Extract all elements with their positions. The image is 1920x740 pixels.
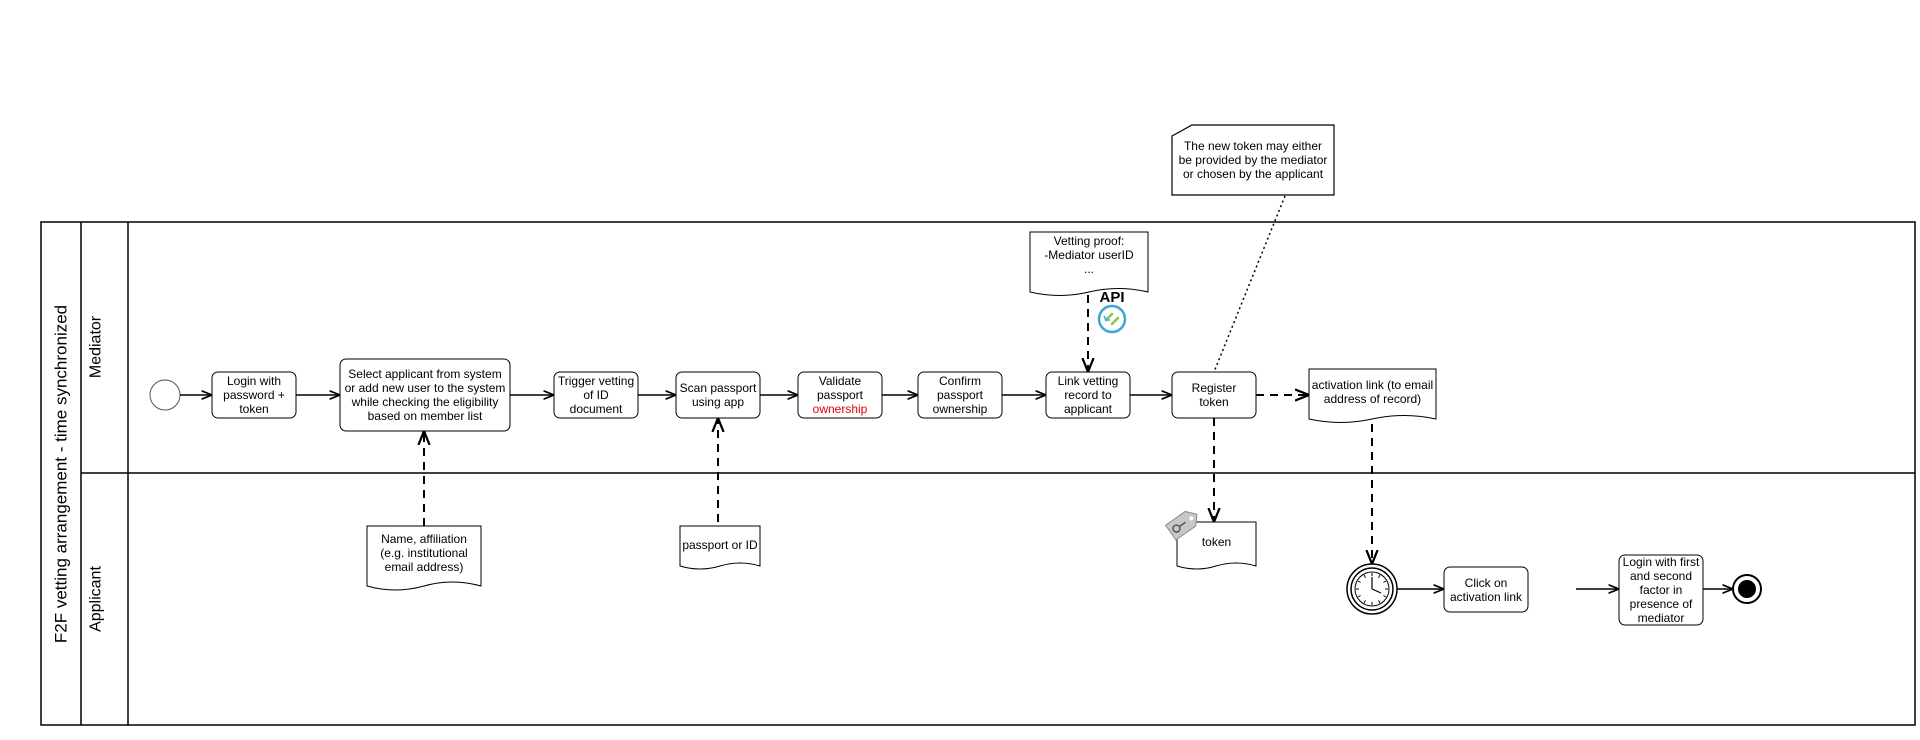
api-connector-icon bbox=[1097, 304, 1127, 334]
task-confirm-ownership-label: Confirm passport ownership bbox=[932, 374, 988, 416]
end-event-core bbox=[1738, 580, 1756, 598]
data-vetting-proof bbox=[1029, 231, 1149, 296]
data-activation-link bbox=[1308, 368, 1437, 423]
lane-label-applicant: Applicant bbox=[88, 566, 105, 632]
clock-timer-icon bbox=[1346, 563, 1398, 615]
data-associations bbox=[424, 295, 1372, 564]
task-select-applicant-label: Select applicant from system or add new … bbox=[344, 367, 506, 423]
data-name-affiliation-label: Name, affiliation (e.g. institutional em… bbox=[380, 532, 468, 574]
data-passport-label: passport or ID bbox=[682, 538, 758, 552]
task-login-final-label: Login with first and second factor in pr… bbox=[1622, 555, 1700, 625]
annotation-association bbox=[1213, 195, 1286, 373]
data-token-label: token bbox=[1201, 535, 1232, 549]
sequence-flows bbox=[180, 395, 1733, 589]
task-link-record-label: Link vetting record to applicant bbox=[1057, 374, 1119, 416]
lane-label-mediator: Mediator bbox=[88, 315, 105, 378]
task-trigger-vetting-label: Trigger vetting of ID document bbox=[557, 374, 635, 416]
task-validate-text: Validate passport bbox=[816, 374, 864, 402]
task-register-token-label: Register token bbox=[1191, 381, 1237, 409]
task-click-link-label: Click on activation link bbox=[1449, 575, 1523, 604]
vetting-proof-line2: ... bbox=[1083, 262, 1094, 276]
task-login-final bbox=[1618, 554, 1704, 626]
task-validate-highlight: ownership bbox=[812, 402, 868, 416]
data-name-affiliation bbox=[366, 525, 482, 591]
annotation-box bbox=[1171, 124, 1335, 196]
task-validate-passport-label: Validate passport ownership bbox=[798, 372, 882, 418]
vetting-proof-title: Vetting proof: bbox=[1053, 234, 1125, 248]
pool-title: F2F vetting arrangement - time synchroni… bbox=[52, 305, 71, 643]
task-scan-passport-label: Scan passport using app bbox=[679, 381, 757, 409]
data-token bbox=[1176, 521, 1257, 570]
annotation-text: The new token may either be provided by … bbox=[1178, 139, 1328, 181]
data-activation-link-label: activation link (to email address of rec… bbox=[1311, 378, 1434, 406]
vetting-proof-line1: -Mediator userID bbox=[1044, 248, 1134, 262]
data-passport bbox=[679, 525, 761, 570]
key-tag-icon bbox=[1164, 510, 1198, 541]
start-event bbox=[149, 379, 181, 411]
api-label: API bbox=[1099, 289, 1124, 306]
data-vetting-proof-label: Vetting proof: -Mediator userID ... bbox=[1032, 233, 1146, 277]
task-login-label: Login with password + token bbox=[223, 374, 285, 416]
